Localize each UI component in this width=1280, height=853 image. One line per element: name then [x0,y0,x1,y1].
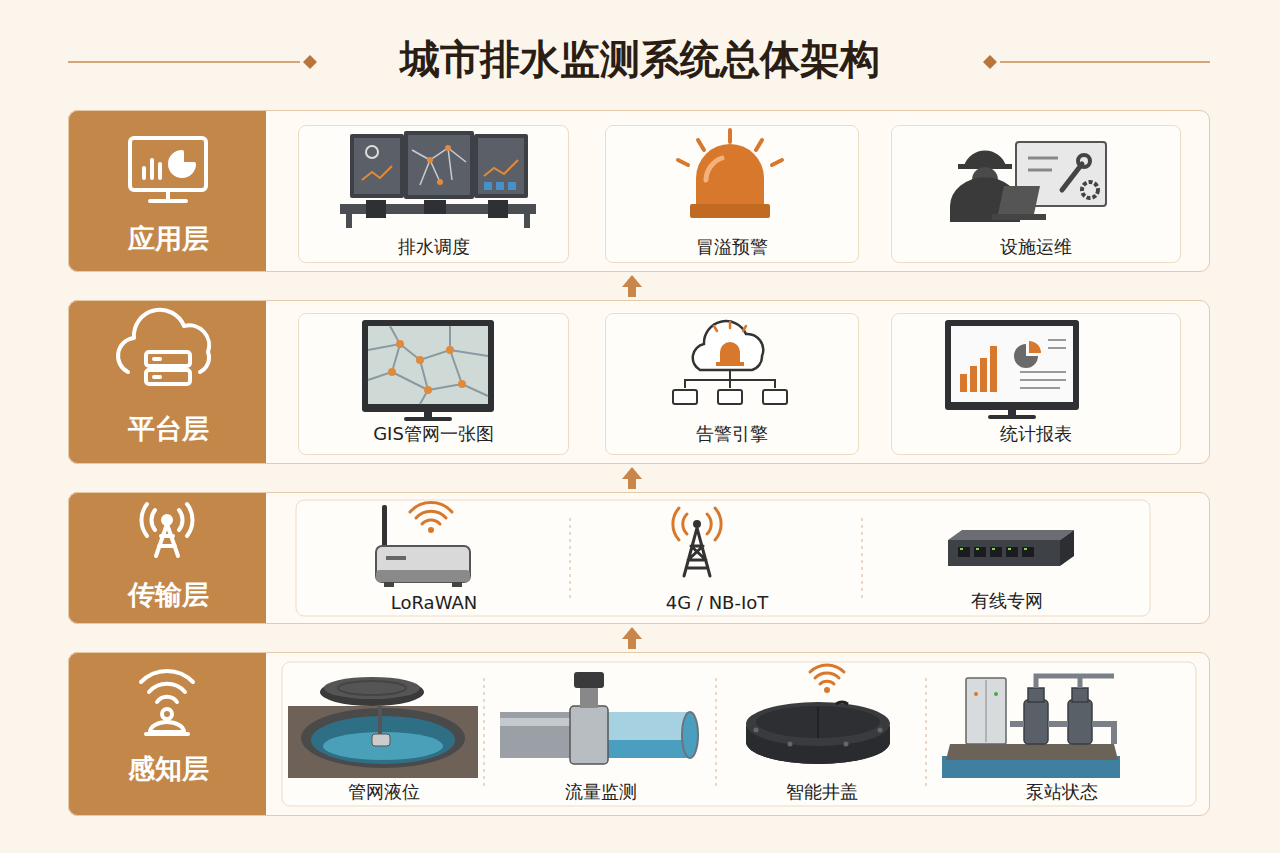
component-card: 统计报表 [891,313,1181,455]
component-label: 智能井盖 [717,780,927,804]
layer-band: 感知层管网液位流量监测智能井盖泵站状态 [68,652,1210,816]
component-card: 排水调度 [298,125,569,263]
maintenance-worker-icon [950,142,1106,222]
layer-label: 传输层 [69,577,267,613]
component-label: 告警引擎 [606,422,858,446]
cell-tower-icon [673,508,721,576]
component-label: 有线专网 [863,589,1151,613]
component-label: 统计报表 [892,422,1180,446]
layer-arrow [622,467,642,489]
network-switch-icon [948,530,1074,566]
report-monitor-icon [945,320,1079,419]
component-card: 智能井盖 [717,663,927,807]
component-label: 4G / NB-IoT [571,592,863,613]
component-label: 排水调度 [299,235,568,259]
layer-band: 应用层 排水调度 冒溢预警 设施运维 [68,110,1210,272]
pump-station-icon [942,676,1120,778]
component-card: GIS管网一张图 [298,313,569,455]
component-label: 冒溢预警 [606,235,858,259]
layer-label: 感知层 [69,751,267,787]
component-card: 告警引擎 [605,313,859,455]
component-label: LoRaWAN [297,592,571,613]
layer-band: 传输层 LoRaWAN4G / NB-IoT有线专网 [68,492,1210,624]
layer-band: 平台层 GIS管网一张图 告警引擎 统计报表 [68,300,1210,464]
component-card: 管网液位 [283,663,485,807]
layer-arrow [622,627,642,649]
layer-tab: 应用层 [69,111,267,271]
component-card: 有线专网 [863,501,1151,617]
component-label: GIS管网一张图 [299,422,568,446]
layer-tab: 感知层 [69,653,267,815]
arrow-shape [622,627,642,649]
component-label: 管网液位 [283,780,485,804]
layer-label: 应用层 [69,221,267,257]
component-card: 4G / NB-IoT [571,501,863,617]
band-panels [68,110,1210,816]
flow-meter-icon [500,672,698,764]
component-label: 设施运维 [892,235,1180,259]
alarm-engine-icon [673,321,787,404]
alarm-beacon-icon [678,130,782,218]
smart-cover-icon [746,665,890,764]
manhole-level-icon [288,677,478,778]
lora-gateway-icon [376,503,470,587]
component-card: 泵站状态 [927,663,1197,807]
diagram-title: 城市排水监测系统总体架构 [0,32,1280,87]
component-card: 流量监测 [485,663,717,807]
layer-tab: 传输层 [69,493,267,623]
arrow-shape [622,275,642,297]
arrow-shape [622,467,642,489]
control-room-icon [340,131,536,228]
layer-label: 平台层 [69,411,267,447]
component-card: 设施运维 [891,125,1181,263]
gis-map-icon [362,320,494,421]
component-card: 冒溢预警 [605,125,859,263]
layer-tab: 平台层 [69,301,267,463]
component-card: LoRaWAN [297,501,571,617]
component-label: 流量监测 [485,780,717,804]
layer-arrow [622,275,642,297]
component-label: 泵站状态 [927,780,1197,804]
